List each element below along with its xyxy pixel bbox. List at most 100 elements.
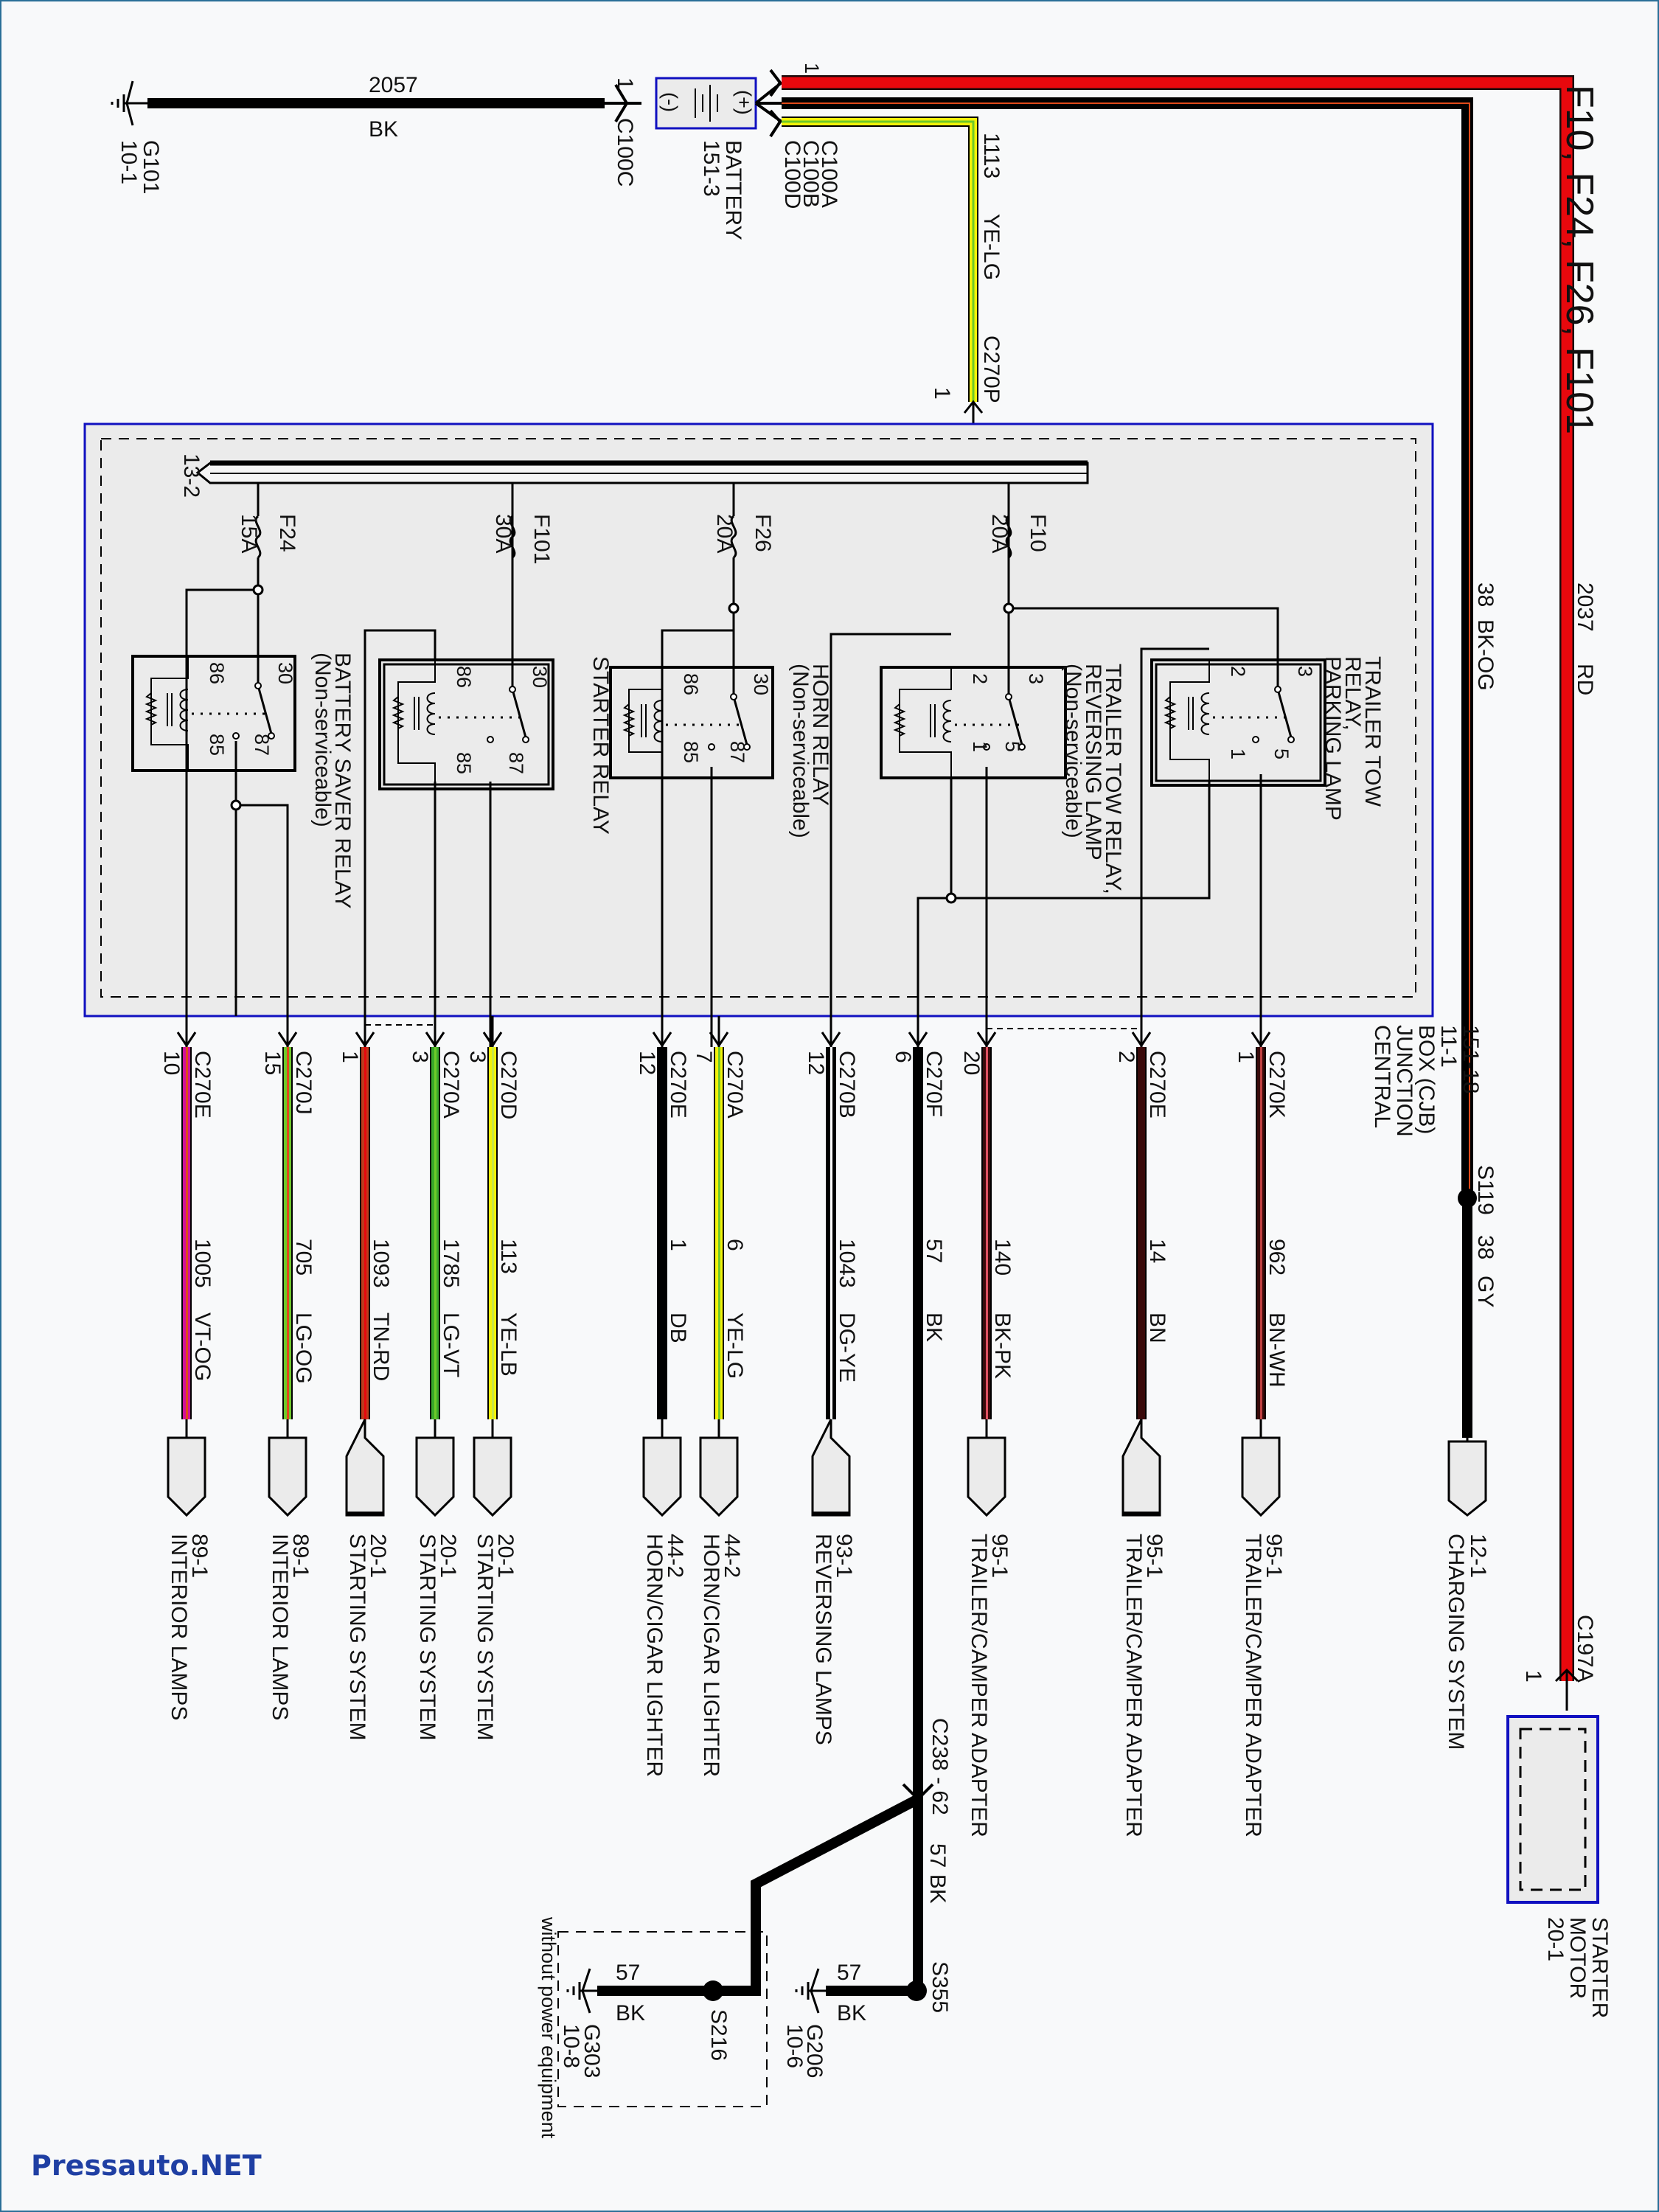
pin-label: 5: [1001, 741, 1023, 752]
terminal-ref: 20-1: [436, 1534, 460, 1578]
ground-circuit-bottom: C238 - 62 57 BK S355 57 BK G206 10-6 S21…: [538, 1718, 952, 2139]
pin-label: 1: [969, 741, 991, 752]
relay-name: HORN RELAY: [808, 664, 832, 806]
circuit-label: 140: [990, 1239, 1015, 1276]
color-label: BN: [1145, 1312, 1169, 1343]
terminal-name: HORN/CIGAR LIGHTER: [699, 1534, 723, 1777]
relay-name: STARTER RELAY: [588, 656, 613, 835]
connector-label: C270D: [496, 1051, 521, 1119]
wire-38-bk-og: 38 BK-OG: [782, 97, 1498, 1194]
circuit-label: 38: [1473, 1235, 1498, 1259]
connector-c100a: C100A: [817, 140, 841, 208]
color-label: YE-LB: [496, 1312, 521, 1377]
connector-c197a-icon: [1554, 1668, 1579, 1711]
wire-2057: [147, 98, 605, 108]
pin-label: 12: [804, 1051, 828, 1075]
terminal-name: TRAILER/CAMPER ADAPTER: [967, 1534, 991, 1837]
page-title: F10, F24, F26, F101: [1558, 85, 1601, 434]
terminal-ref: 44-2: [720, 1534, 744, 1578]
terminal-name: TRAILER/CAMPER ADAPTER: [1121, 1534, 1146, 1837]
circuit-label: 705: [291, 1239, 316, 1276]
svg-text:151-18: 151-18: [1458, 1025, 1483, 1093]
pin-label: 6: [891, 1051, 915, 1063]
circuit-label: 1093: [369, 1239, 393, 1288]
battery-ref: 151-3: [699, 140, 723, 197]
ground-id: G206: [802, 2024, 827, 2078]
relay-name: (Non-serviceable): [310, 653, 335, 827]
color-label: YE-LG: [723, 1312, 747, 1379]
circuit-label: 2037: [1573, 582, 1597, 632]
coil-wiring: [397, 660, 436, 789]
circuit-label: 38: [1473, 582, 1498, 607]
pin-label: 5: [1270, 748, 1293, 759]
svg-text:CENTRAL: CENTRAL: [1370, 1025, 1394, 1128]
terminal-female: [1121, 1419, 1161, 1517]
circuit-label: 113: [496, 1239, 521, 1274]
pin-label: 7: [692, 1051, 716, 1063]
svg-text:11-1: 11-1: [1436, 1025, 1461, 1068]
relay-box: [131, 655, 296, 772]
coil-icon: [426, 692, 436, 735]
color-label: BK: [837, 2001, 866, 2025]
connector-label: C270E: [190, 1051, 215, 1119]
terminal-male: [473, 1419, 512, 1517]
terminal-ref: 12-1: [1466, 1534, 1490, 1578]
circuit-label: 57: [922, 1239, 946, 1263]
relay-box: [609, 666, 774, 779]
connector-icon: [821, 1016, 841, 1048]
terminal-male: [699, 1419, 739, 1517]
pin-label: 85: [680, 741, 702, 763]
coil-icon: [1200, 692, 1210, 735]
watermark: Pressauto.NET: [31, 2149, 262, 2182]
connector-icon: [976, 1016, 997, 1048]
connector-icon: [176, 1016, 197, 1048]
circuit-label: 962: [1265, 1239, 1289, 1276]
battery-box: [655, 77, 757, 130]
wire-2037-rd: 2037 RD: [782, 75, 1597, 1681]
battery: (-) (+) BATTERY 151-3 C100A C100B C100D …: [655, 63, 841, 240]
pin-label: 1: [338, 1051, 362, 1063]
svg-text:STARTER: STARTER: [1587, 1917, 1612, 2018]
pin-label: 86: [206, 662, 228, 684]
ground-id: G101: [139, 140, 163, 194]
ground-icon: [795, 1968, 826, 2014]
cjb-label: CENTRAL JUNCTION BOX (CJB) 11-1 151-18: [1370, 1025, 1483, 1137]
fuse-id: F101: [529, 514, 554, 564]
splice-label: S216: [706, 2009, 731, 2061]
color-label: BK: [369, 117, 398, 142]
pin-label: 10: [159, 1051, 184, 1075]
ground-g101: 2057 BK G101 10-1 1 C100C: [111, 73, 641, 194]
circuit-label: 14: [1145, 1239, 1169, 1263]
fuse-icon: [730, 483, 737, 590]
circuit-label: 1: [666, 1239, 690, 1251]
fuse-id: F10: [1026, 514, 1050, 552]
resistor-icon: [145, 692, 158, 726]
color-label: BK-PK: [990, 1312, 1015, 1379]
splice-label: S119: [1473, 1165, 1498, 1215]
terminal-ref: 95-1: [1262, 1534, 1286, 1578]
starter-motor: C197A 1 STARTER MOTOR 20-1: [1506, 1615, 1612, 2018]
pin-label: 20: [959, 1051, 984, 1075]
connector-label: C270A: [723, 1051, 747, 1119]
terminal-female: [345, 1419, 385, 1517]
terminal-name: STARTING SYSTEM: [415, 1534, 439, 1741]
inline-connector-label: C238 - 62: [928, 1718, 952, 1815]
terminal-male: [642, 1419, 682, 1517]
pin-label: 1: [1521, 1670, 1545, 1683]
color-label: BK: [616, 2001, 645, 2025]
pin-label: 85: [206, 734, 228, 756]
